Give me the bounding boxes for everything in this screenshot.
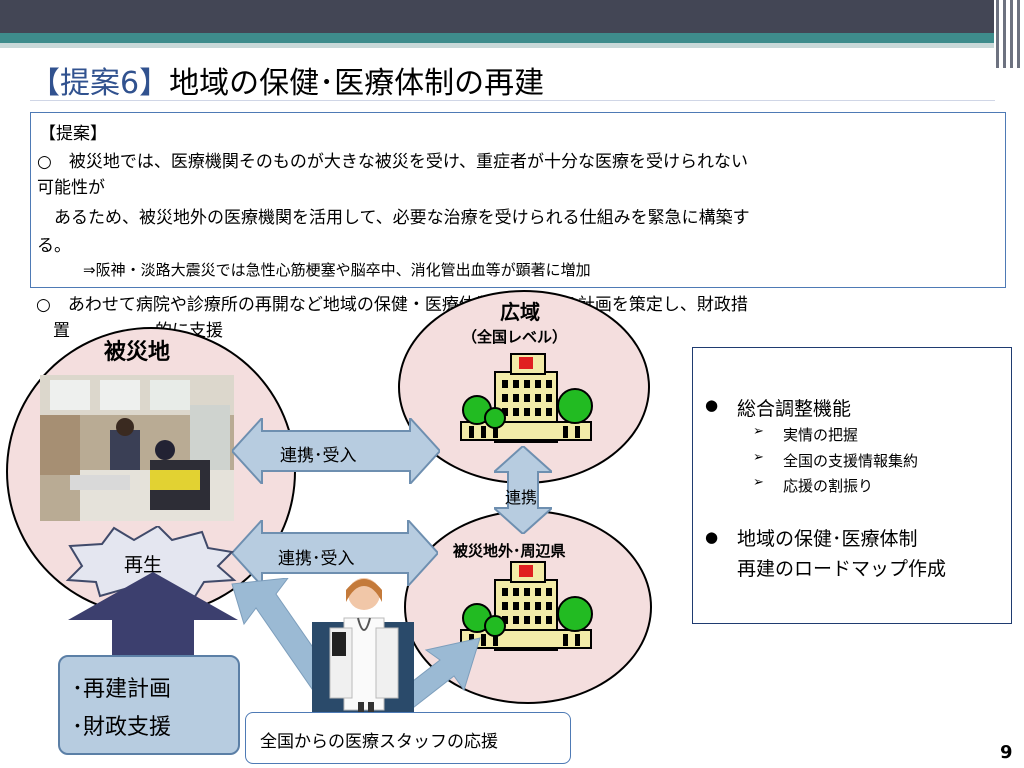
- wide-area-sublabel: （全国レベル）: [462, 328, 568, 346]
- proposal-line-2: 可能性が: [37, 178, 105, 198]
- panel-item-coordination: 総合調整機能: [737, 398, 852, 420]
- coordination-panel: ● 総合調整機能 ➢ 実情の把握 ➢ 全国の支援情報集約 ➢ 応援の割振り ● …: [692, 347, 1012, 624]
- hospital-icon: [460, 561, 593, 651]
- up-arrow: [68, 572, 238, 660]
- bullet-icon: ●: [705, 396, 719, 414]
- proposal-line-4: る。: [37, 236, 71, 256]
- vertical-double-arrow: [494, 446, 552, 534]
- title-text: 地域の保健･医療体制の再建: [169, 66, 545, 101]
- header-bar: [0, 0, 1024, 33]
- doctor-illustration: [312, 578, 414, 712]
- slide-title: 【提案6】地域の保健･医療体制の再建: [30, 58, 544, 102]
- bullet-icon: ●: [705, 528, 719, 546]
- panel-item-roadmap-line2: 再建のロードマップ作成: [737, 558, 947, 580]
- panel-subitem: 応援の割振り: [783, 477, 874, 495]
- upper-arrow-label: 連携･受入: [280, 446, 357, 466]
- staff-support-box: 全国からの医療スタッフの応援: [245, 712, 571, 764]
- arrow-bullet-icon: ➢: [753, 424, 764, 439]
- rebirth-starburst: [65, 526, 237, 602]
- header-stripes: [994, 0, 1024, 68]
- outside-area-label: 被災地外･周辺県: [453, 542, 566, 560]
- plan-item-finance: ･財政支援: [72, 715, 172, 740]
- panel-subitem: 全国の支援情報集約: [783, 452, 919, 470]
- title-bracket: 【提案6】: [30, 66, 170, 101]
- title-divider: [30, 100, 995, 101]
- disaster-area-label: 被災地: [104, 340, 171, 365]
- proposal-box: 【提案】 ○ 被災地では、医療機関そのものが大きな被災を受け、重症者が十分な医療…: [30, 112, 1006, 288]
- proposal-note: ⇒阪神・淡路大震災では急性心筋梗塞や脳卒中、消化管出血等が顕著に増加: [83, 261, 591, 279]
- plan-box: ･再建計画 ･財政支援: [58, 655, 240, 755]
- proposal-line-1: ○ 被災地では、医療機関そのものが大きな被災を受け、重症者が十分な医療を受けられ…: [37, 152, 748, 172]
- staff-support-label: 全国からの医療スタッフの応援: [260, 732, 498, 752]
- panel-item-roadmap-line1: 地域の保健･医療体制: [737, 528, 918, 550]
- proposal-heading: 【提案】: [39, 124, 107, 144]
- wide-area-label: 広域: [500, 300, 540, 324]
- panel-subitem: 実情の把握: [783, 426, 859, 444]
- arrow-bullet-icon: ➢: [753, 475, 764, 490]
- page-number: 9: [1000, 742, 1013, 763]
- header-light-bar: [0, 43, 1024, 48]
- upper-double-arrow: [232, 418, 440, 484]
- disaster-site-photo: [40, 375, 234, 521]
- rebirth-label: 再生: [124, 554, 163, 576]
- proposal-line-3: あるため、被災地外の医療機関を活用して、必要な治療を受けられる仕組みを緊急に構築…: [37, 208, 750, 228]
- plan-item-rebuild: ･再建計画: [72, 677, 172, 702]
- lower-arrow-label: 連携･受入: [278, 549, 355, 569]
- header-accent-bar: [0, 33, 1024, 43]
- proposal-line-6: ○ あわせて病院や診療所の再開など地域の保健・医療体制を再建する計画を策定し、財…: [36, 295, 748, 315]
- arrow-bullet-icon: ➢: [753, 450, 764, 465]
- lower-double-arrow: [232, 520, 438, 586]
- hospital-icon: [460, 353, 593, 443]
- vertical-arrow-label: 連携: [505, 488, 538, 507]
